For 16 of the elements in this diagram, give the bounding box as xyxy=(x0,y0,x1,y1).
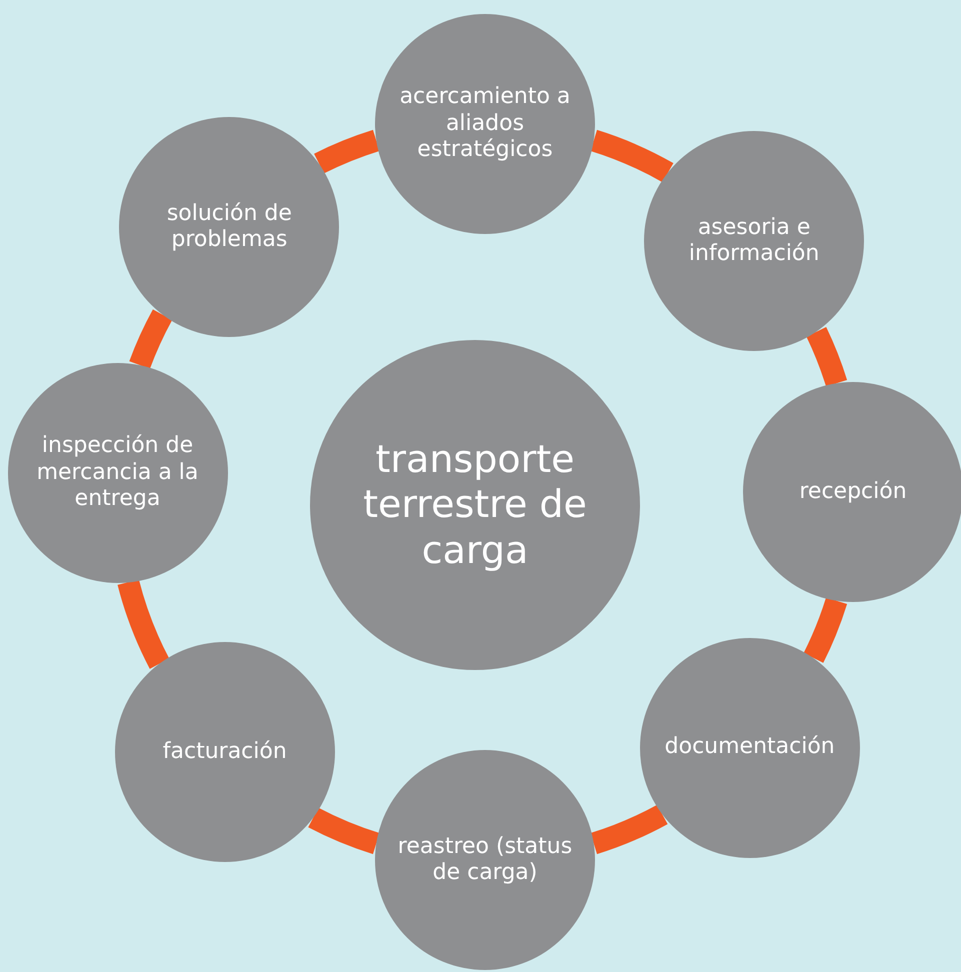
node-label: reastreo (status de carga) xyxy=(396,834,574,886)
node-label: facturación xyxy=(162,739,287,766)
node-label: asesoria e información xyxy=(688,214,820,268)
node-label: transporte terrestre de carga xyxy=(362,436,588,574)
ring-connector xyxy=(308,808,380,854)
node-label: acercamiento a aliados estratégicos xyxy=(398,84,572,164)
ring-connector xyxy=(806,327,847,387)
ring-connector xyxy=(590,130,674,182)
node-label: inspección de mercancia a la entrega xyxy=(36,433,200,512)
ring-connector xyxy=(129,310,172,369)
node-label: documentación xyxy=(664,734,835,761)
ring-connector xyxy=(590,804,668,854)
node-label: recepción xyxy=(799,478,907,506)
ring-connector xyxy=(118,579,170,668)
node-label: solución de problemas xyxy=(166,200,293,254)
ring-connector xyxy=(804,597,847,663)
